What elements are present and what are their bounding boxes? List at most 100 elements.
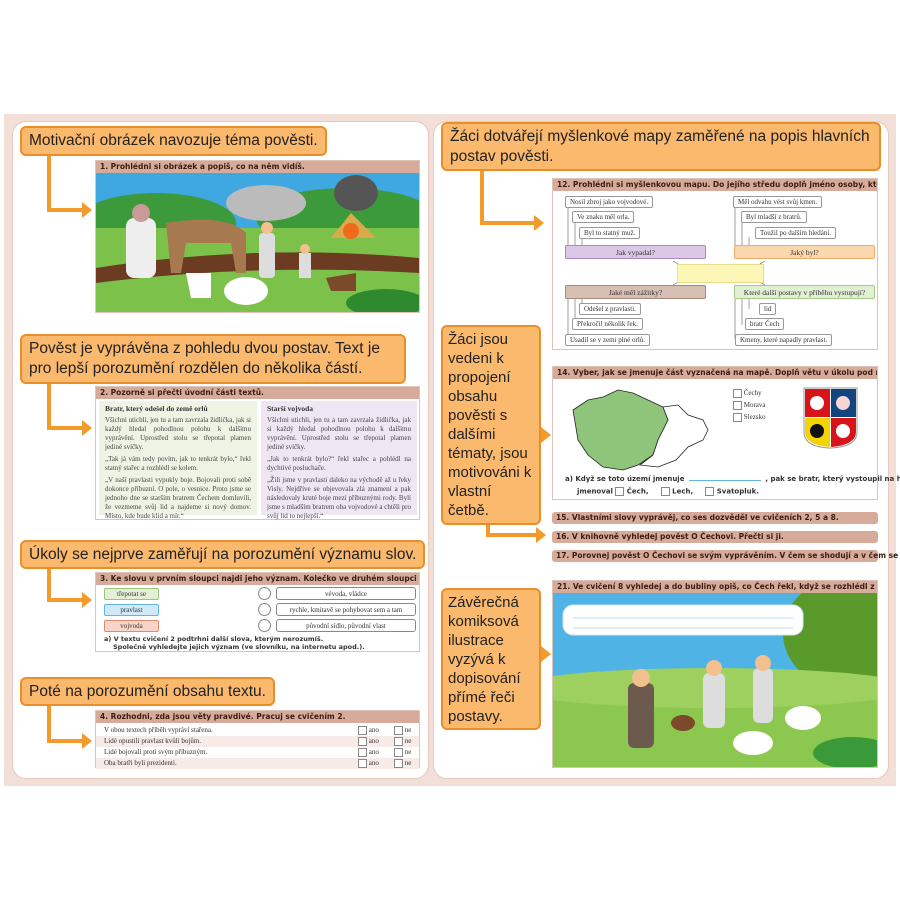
note-line: Společně vyhledejte jejich význam (ve sl…: [113, 643, 365, 651]
arrow-head-icon: [82, 202, 92, 218]
checkbox[interactable]: [358, 758, 367, 768]
checkbox[interactable]: [358, 747, 367, 757]
statement-row: V obou textech příběh vypráví stařena. a…: [96, 725, 419, 736]
callout-connections: Žáci jsou vedeni k propojení obsahu pově…: [441, 325, 541, 525]
yes-label: ano: [368, 748, 379, 756]
arrow-line: [47, 426, 82, 430]
callout-comic-illustration: Závěrečná komiksová ilustrace vyzývá k d…: [441, 588, 541, 730]
callout-word-meaning: Úkoly se nejprve zaměřují na porozumění …: [20, 540, 426, 569]
paragraph: „Jak to tenkrát bylo?“ řekl stařec a poh…: [267, 455, 411, 472]
mind-map-question: Jaké měl zážitky?: [565, 285, 706, 299]
exercise-15: 15. Vlastními slovy vyprávěj, co ses doz…: [552, 512, 878, 524]
checkbox[interactable]: [358, 725, 367, 735]
exercise-21-title: 21. Ve cvičení 8 vyhledej a do bubliny o…: [553, 581, 877, 593]
region-option[interactable]: Slezsko: [733, 413, 766, 422]
arrow-head-icon: [536, 527, 546, 543]
checkbox[interactable]: [394, 747, 403, 757]
exercise-17: 17. Porovnej pověst O Čechovi se svým vy…: [552, 550, 900, 562]
mind-map-question: Jaký byl?: [734, 245, 875, 259]
answer-no[interactable]: ne: [394, 725, 411, 736]
mind-map-answer: Nosil zbroj jako vojvodové.: [565, 196, 654, 208]
arrow-line: [47, 156, 51, 212]
exercise-4-title: 4. Rozhodni, zda jsou věty pravdivé. Pra…: [96, 711, 419, 723]
yes-label: ano: [368, 737, 379, 745]
arrow-head-icon: [82, 420, 92, 436]
statement-text: V obou textech příběh vypráví stařena.: [104, 726, 213, 734]
mind-map-question: Jak vypadal?: [565, 245, 706, 259]
meaning-card: rychle, kmitavě se pohybovat sem a tam: [276, 603, 416, 616]
exercise-14: 14. Vyber, jak se jmenuje část vyznačená…: [552, 366, 900, 500]
exercise-3-note: a) V textu cvičení 2 podtrhni další slov…: [104, 635, 365, 651]
checkbox[interactable]: [733, 401, 742, 410]
arrow-head-icon: [541, 427, 551, 443]
answer-no[interactable]: ne: [394, 758, 411, 769]
yes-label: ano: [368, 759, 379, 767]
arrow-line: [480, 171, 484, 225]
region-label: Morava: [743, 401, 766, 410]
statement-row: Oba bratři byli prezidenti. ano ne: [96, 758, 419, 769]
color-circle[interactable]: [258, 619, 271, 632]
exercise-1: 1. Prohlédni si obrázek a popiš, co na n…: [76, 160, 436, 317]
arrow-line: [47, 384, 51, 430]
word-card: pravlast: [104, 604, 159, 616]
exercise-16: 16. V knihovně vyhledej pověst O Čechovi…: [552, 531, 878, 543]
checkbox[interactable]: [394, 736, 403, 746]
sentence-text: a) Když se toto území jmenuje: [565, 475, 685, 483]
mind-map-answer: Usadil se v zemi plné orlů.: [565, 334, 651, 346]
region-label: Slezsko: [743, 413, 766, 422]
mind-map-answer: bratr Čech: [745, 318, 785, 330]
answer-no[interactable]: ne: [394, 736, 411, 747]
answer-yes[interactable]: ano: [358, 736, 379, 747]
statement-text: Lidé bojovali proti svým příbuzným.: [104, 748, 208, 756]
checkbox[interactable]: [394, 725, 403, 735]
comic-illustration: [513, 578, 900, 769]
arrow-line: [47, 706, 51, 743]
meaning-card: vévoda, vládce: [276, 587, 416, 600]
text-column-right: Starší vojvoda Všichni utichli, jen tu a…: [261, 401, 417, 520]
checkbox[interactable]: [733, 389, 742, 398]
region-option[interactable]: Čechy: [733, 389, 762, 398]
no-label: ne: [404, 726, 412, 734]
checkbox[interactable]: [358, 736, 367, 746]
exercise-14-sentence: a) Když se toto území jmenuje , pak se b…: [565, 475, 900, 483]
answer-blank[interactable]: [688, 480, 761, 481]
arrow-head-icon: [534, 215, 544, 231]
answer-yes[interactable]: ano: [358, 725, 379, 736]
arrow-head-icon: [82, 592, 92, 608]
callout-mind-maps: Žáci dotvářejí myšlenkové mapy zaměřené …: [441, 122, 881, 171]
checkbox[interactable]: [615, 487, 625, 496]
callout-content-comprehension: Poté na porozumění obsahu textu.: [20, 677, 275, 706]
mind-map-answer: Kmeny, které napadly pravlast.: [735, 334, 833, 346]
exercise-21: 21. Ve cvičení 8 vyhledej a do bubliny o…: [513, 578, 900, 769]
exercise-2-title: 2. Pozorně si přečti úvodní části textů.: [96, 387, 419, 399]
answer-yes[interactable]: ano: [358, 758, 379, 769]
mind-map-answer: Ve znaku měl orla.: [572, 211, 635, 223]
answer-yes[interactable]: ano: [358, 747, 379, 758]
exercise-3-title: 3. Ke slovu v prvním sloupci najdi jeho …: [96, 573, 419, 585]
mind-map-answer: lid: [759, 303, 777, 315]
color-circle[interactable]: [258, 603, 271, 616]
paragraph: „Žili jsme v pravlasti daleko na východě…: [267, 476, 411, 520]
arrow-line: [486, 525, 490, 537]
mind-map-answer: Byl to statný muž.: [579, 227, 641, 239]
sentence-text: jmenoval: [577, 487, 613, 496]
region-label: Čechy: [743, 389, 762, 398]
statement-text: Oba bratři byli prezidenti.: [104, 759, 177, 767]
exercise-14-title: 14. Vyber, jak se jmenuje část vyznačená…: [553, 367, 877, 379]
region-option[interactable]: Morava: [733, 401, 766, 410]
exercise-12-title: 12. Prohlédni si myšlenkovou mapu. Do je…: [553, 179, 877, 191]
answer-no[interactable]: ne: [394, 747, 411, 758]
color-circle[interactable]: [258, 587, 271, 600]
no-label: ne: [404, 759, 412, 767]
name-option: Lech,: [672, 487, 694, 496]
checkbox[interactable]: [394, 758, 403, 768]
no-label: ne: [404, 748, 412, 756]
mind-map-center-field[interactable]: [677, 264, 764, 283]
exercise-1-title: 1. Prohlédni si obrázek a popiš, co na n…: [96, 161, 419, 173]
paragraph: „V naší pravlasti vypukly boje. Bojovali…: [105, 476, 251, 520]
checkbox[interactable]: [660, 487, 670, 496]
note-line: a) V textu cvičení 2 podtrhni další slov…: [104, 635, 324, 643]
arrow-line: [480, 221, 534, 225]
checkbox[interactable]: [733, 413, 742, 422]
checkbox[interactable]: [705, 487, 715, 496]
